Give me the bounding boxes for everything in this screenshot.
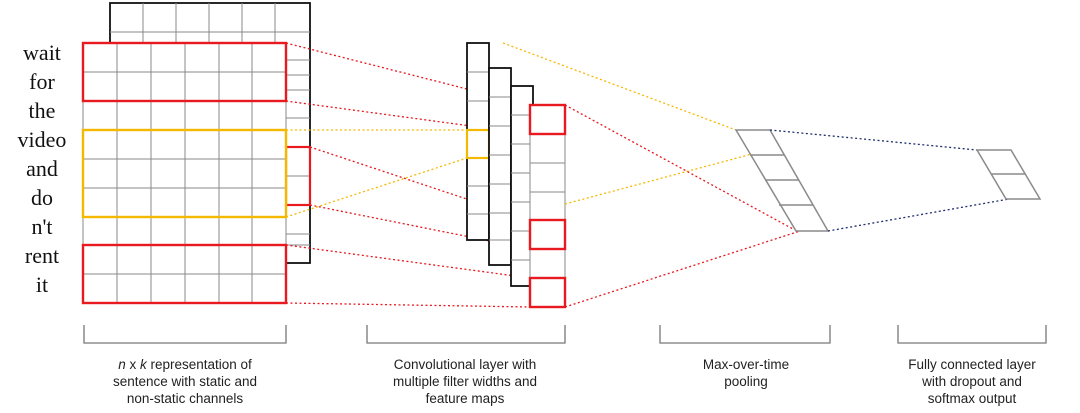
caption-convolution-line3: feature maps	[426, 391, 505, 406]
bracket-pooling	[659, 325, 831, 344]
word-wait: wait	[23, 40, 61, 65]
caption-convolution: Convolutional layer with multiple filter…	[393, 357, 537, 406]
caption-output-line1: Fully connected layer	[908, 357, 1036, 372]
caption-convolution-line2: multiple filter widths and	[393, 374, 537, 389]
output-vector	[975, 149, 1042, 200]
caption-output-line2: with dropout and	[921, 374, 1022, 389]
caption-representation: n x k representation of sentence with st…	[113, 357, 257, 406]
caption-representation-rest: representation of	[147, 357, 252, 372]
section-brackets	[83, 325, 1047, 344]
word-it: it	[36, 272, 48, 297]
bracket-output	[897, 325, 1047, 344]
word-for: for	[29, 69, 55, 94]
convolution-connections	[285, 42, 531, 308]
feature-map-4	[528, 103, 567, 309]
caption-n: n	[118, 357, 126, 372]
word-rent: rent	[25, 243, 59, 268]
svg-text:n x k representation of: n x k representation of	[118, 357, 252, 372]
caption-representation-line2: sentence with static and	[113, 374, 257, 389]
dense-connections	[769, 129, 1010, 232]
pooling-vector	[734, 129, 830, 232]
caption-representation-line3: non-static channels	[127, 391, 244, 406]
bracket-convolution	[366, 325, 566, 344]
caption-convolution-line1: Convolutional layer with	[394, 357, 537, 372]
feature-map-1	[465, 42, 491, 241]
caption-k: k	[140, 357, 148, 372]
caption-output-line3: softmax output	[928, 391, 1017, 406]
filter-window-bigram-top	[81, 41, 288, 103]
feature-maps	[465, 42, 567, 309]
word-the: the	[29, 98, 56, 123]
word-and: and	[26, 156, 58, 181]
word-do: do	[31, 185, 53, 210]
bracket-representation	[83, 325, 287, 344]
sentence-words: wait for the video and do n't rent it	[18, 40, 67, 297]
caption-pooling-line2: pooling	[724, 374, 768, 389]
word-video: video	[18, 127, 67, 152]
caption-output: Fully connected layer with dropout and s…	[908, 357, 1036, 406]
caption-pooling-line1: Max-over-time	[703, 357, 789, 372]
filter-window-trigram	[81, 128, 288, 219]
word-nt: n't	[31, 214, 52, 239]
caption-pooling: Max-over-time pooling	[703, 357, 789, 389]
filter-window-bigram-bottom	[81, 243, 288, 305]
feature-map-2	[488, 67, 512, 266]
sentence-matrix	[81, 41, 288, 305]
caption-x: x	[126, 357, 140, 372]
pooling-connections	[502, 42, 801, 308]
